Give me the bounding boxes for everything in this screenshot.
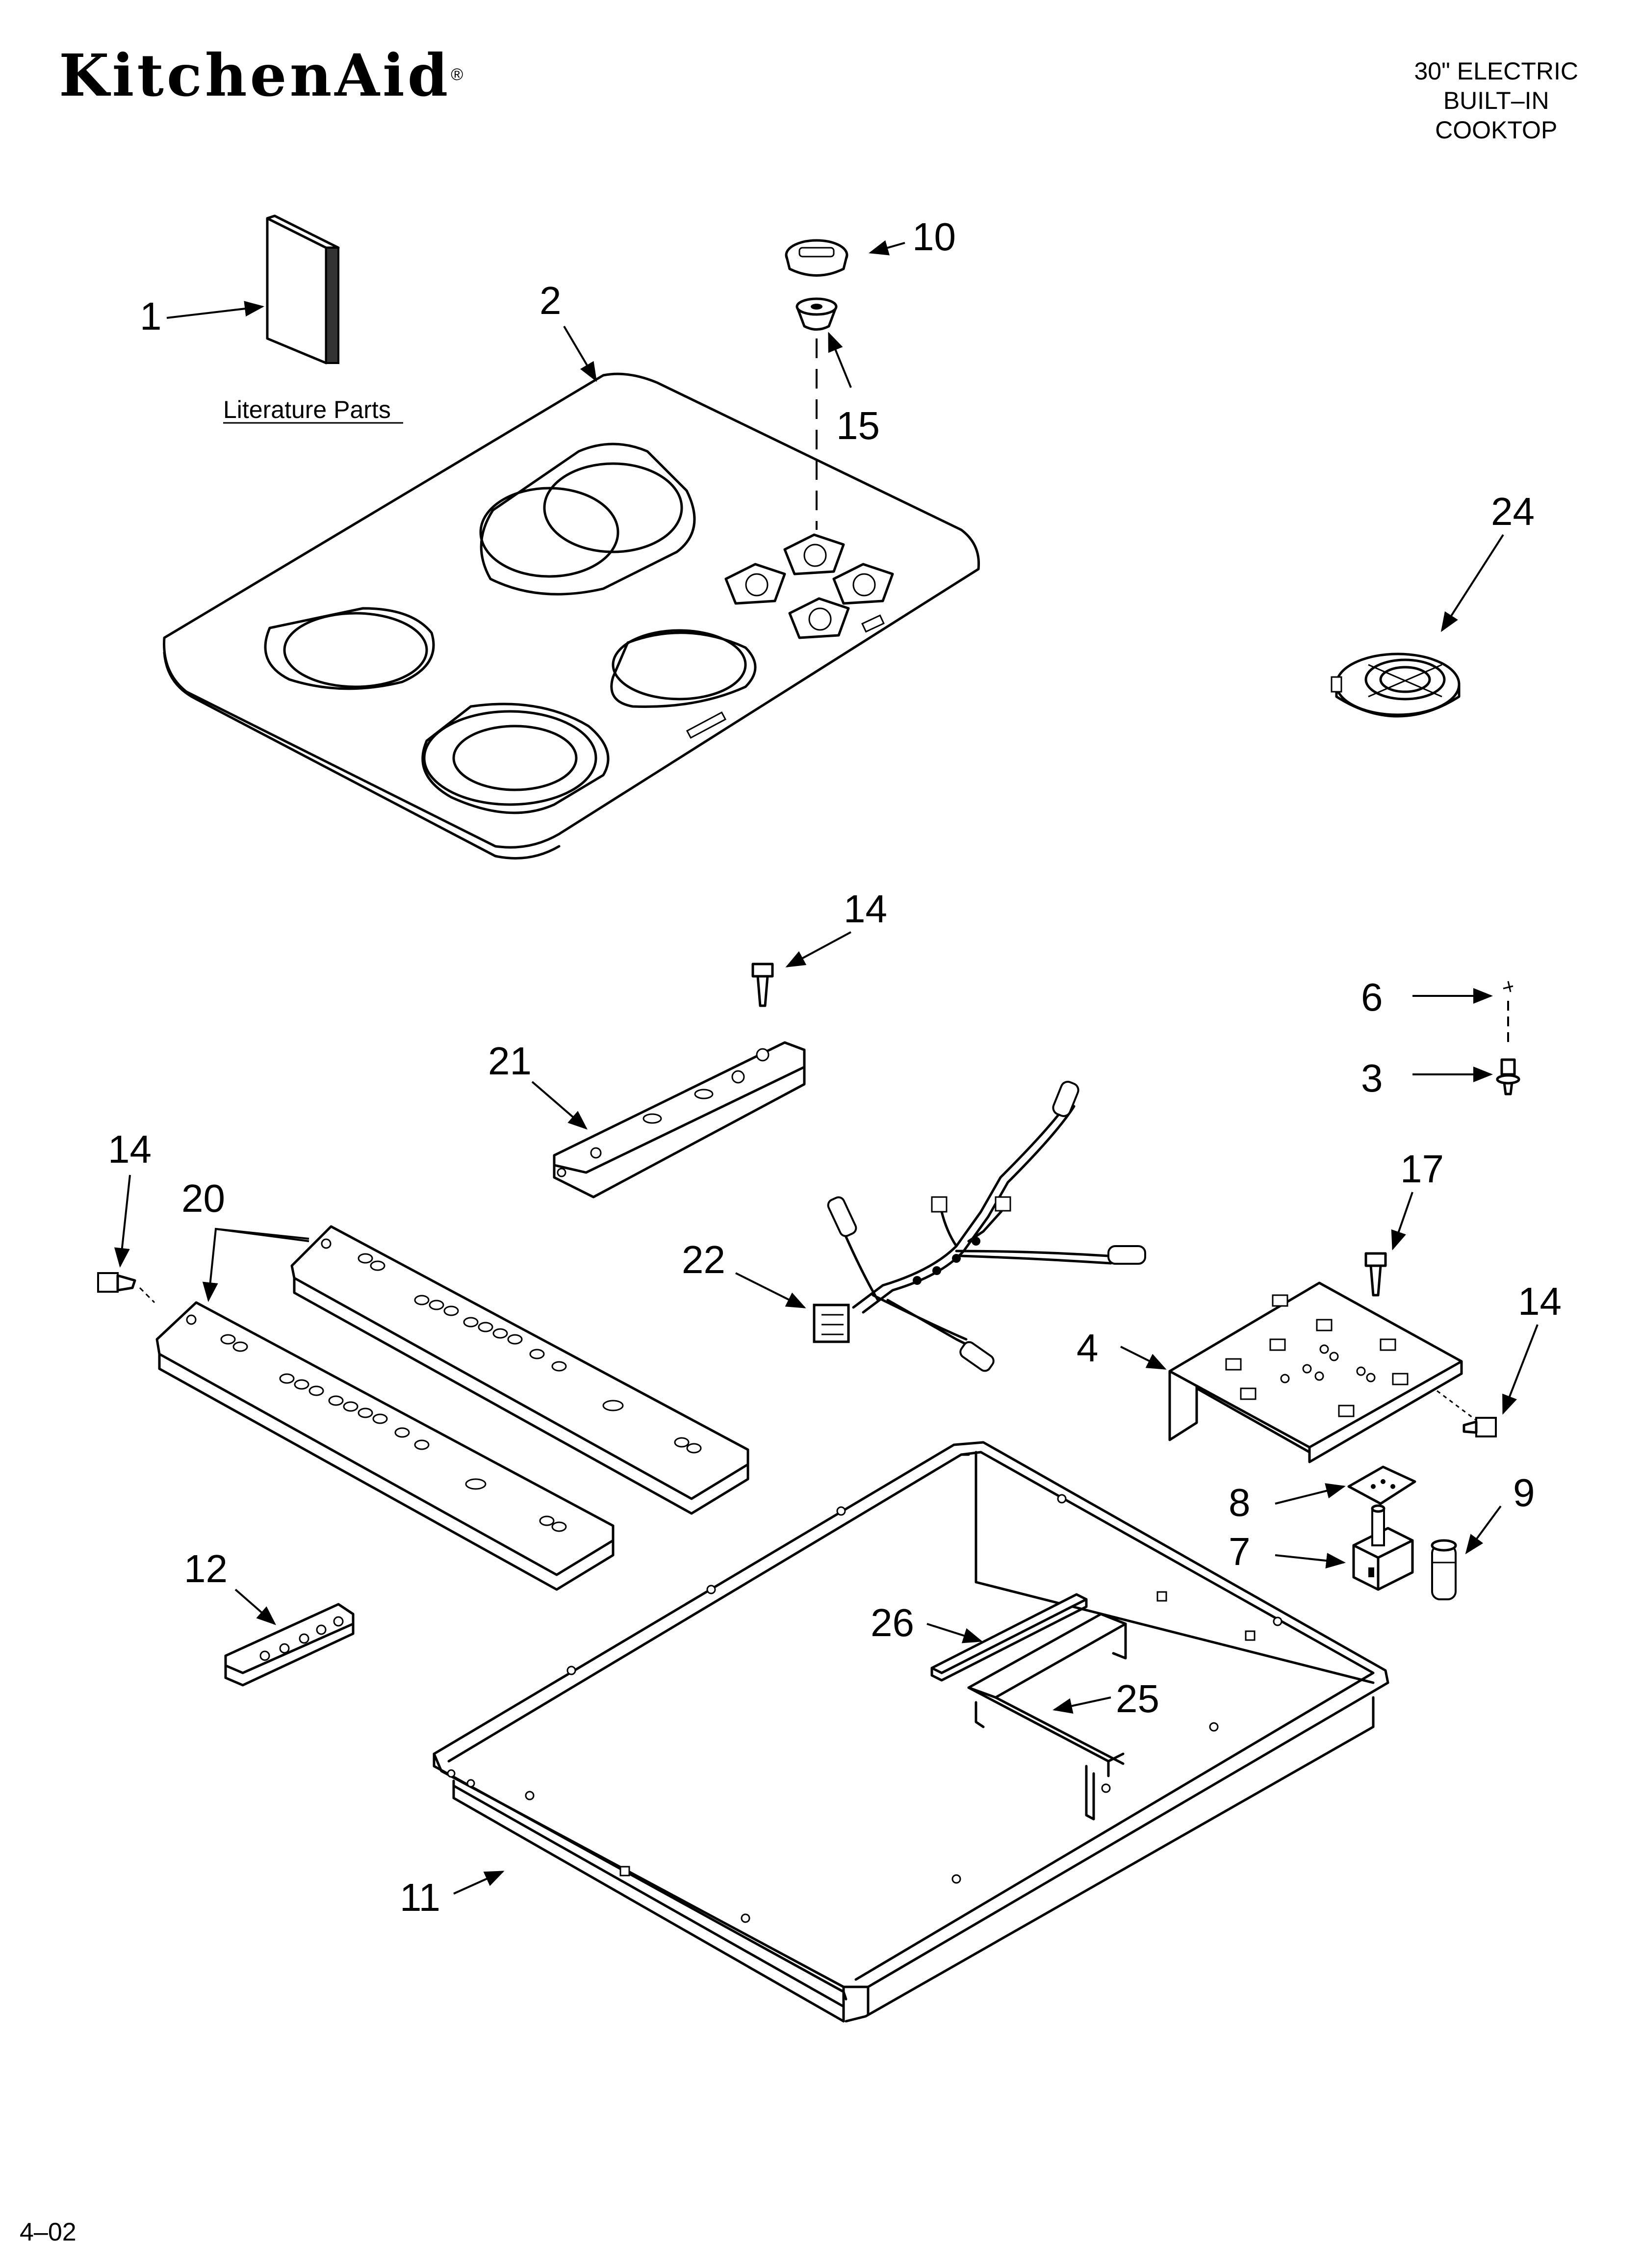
callout-7: 7 bbox=[1229, 1530, 1251, 1573]
callout-26: 26 bbox=[871, 1601, 914, 1644]
screw-rail bbox=[97, 1272, 136, 1293]
callout-4: 4 bbox=[1077, 1326, 1099, 1370]
callout-14-right: 14 bbox=[1518, 1279, 1562, 1323]
callout-6: 6 bbox=[1361, 975, 1383, 1019]
arrow-1 bbox=[166, 301, 264, 319]
callout-10: 10 bbox=[912, 215, 956, 259]
mounting-plate bbox=[1347, 1465, 1416, 1505]
element-support-bracket bbox=[967, 1613, 1127, 1821]
arrow-26 bbox=[926, 1623, 983, 1643]
registered-mark: ® bbox=[451, 65, 463, 84]
callout-8: 8 bbox=[1229, 1481, 1251, 1524]
callout-22: 22 bbox=[682, 1238, 725, 1281]
arrow-4 bbox=[1120, 1346, 1167, 1370]
callout-17: 17 bbox=[1400, 1147, 1444, 1191]
arrow-15 bbox=[828, 332, 852, 388]
small-bracket bbox=[224, 1603, 355, 1687]
screw-right bbox=[1462, 1417, 1497, 1437]
screw-small bbox=[1496, 1058, 1520, 1095]
arrow-17 bbox=[1391, 1192, 1413, 1251]
arrow-7 bbox=[1275, 1553, 1346, 1569]
callout-14-top: 14 bbox=[844, 887, 887, 931]
callout-14-left: 14 bbox=[108, 1127, 152, 1171]
side-rail-lower bbox=[155, 1301, 615, 1591]
arrow-10 bbox=[869, 240, 905, 256]
arrow-21 bbox=[531, 1081, 588, 1130]
side-rail-upper bbox=[290, 1225, 749, 1515]
insulation-strip bbox=[930, 1593, 1088, 1682]
brand-name: KitchenAid bbox=[59, 41, 451, 109]
brand-logo: KitchenAid® bbox=[59, 47, 463, 104]
switch-shaft-extension bbox=[1431, 1539, 1457, 1600]
assembly-line-right-screw bbox=[1437, 1390, 1477, 1421]
product-title-line-1: 30" ELECTRIC bbox=[1414, 57, 1578, 85]
callout-9: 9 bbox=[1513, 1471, 1535, 1514]
callout-11: 11 bbox=[400, 1876, 440, 1919]
cooktop-glass bbox=[163, 372, 980, 860]
arrow-20-branch bbox=[215, 1228, 309, 1242]
screw-bracket bbox=[751, 963, 774, 1007]
callout-21: 21 bbox=[488, 1039, 532, 1083]
knob-spring bbox=[795, 297, 838, 331]
callout-3: 3 bbox=[1361, 1056, 1383, 1100]
wire-harness bbox=[813, 1081, 1146, 1372]
burner-box bbox=[433, 1441, 1389, 2023]
arrow-12 bbox=[234, 1589, 277, 1625]
front-bracket bbox=[553, 1041, 806, 1199]
assembly-line-rail-screw bbox=[139, 1287, 155, 1303]
arrow-22 bbox=[735, 1272, 806, 1308]
product-title-line-3: COOKTOP bbox=[1435, 116, 1558, 144]
arrow-25 bbox=[1052, 1696, 1111, 1714]
callout-2: 2 bbox=[539, 279, 562, 322]
control-mounting-bracket bbox=[1168, 1281, 1463, 1463]
product-title-line-2: BUILT–IN bbox=[1443, 87, 1549, 114]
callout-1: 1 bbox=[140, 294, 162, 338]
date-code: 4–02 bbox=[20, 2218, 77, 2246]
literature-parts bbox=[266, 214, 340, 365]
radiant-element bbox=[1331, 652, 1461, 718]
screw-bracket-top bbox=[1364, 1252, 1387, 1297]
arrow-8 bbox=[1275, 1483, 1346, 1505]
arrow-14-left bbox=[114, 1174, 131, 1268]
literature-caption: Literature Parts bbox=[223, 396, 391, 423]
product-title: 30" ELECTRIC BUILT–IN COOKTOP bbox=[1414, 56, 1578, 145]
arrow-9 bbox=[1465, 1505, 1502, 1555]
arrow-14-top bbox=[785, 931, 851, 967]
callout-12: 12 bbox=[184, 1547, 228, 1590]
arrow-14-right bbox=[1502, 1324, 1539, 1415]
infinite-switch bbox=[1352, 1504, 1414, 1591]
arrow-11 bbox=[453, 1871, 505, 1895]
arrow-24 bbox=[1440, 534, 1504, 632]
arrow-2 bbox=[563, 325, 597, 382]
callout-24: 24 bbox=[1491, 490, 1535, 533]
clip-part bbox=[1503, 981, 1514, 992]
callout-20: 20 bbox=[181, 1176, 225, 1220]
control-knob bbox=[785, 239, 848, 277]
callout-25: 25 bbox=[1116, 1677, 1159, 1721]
callout-15: 15 bbox=[836, 404, 880, 447]
